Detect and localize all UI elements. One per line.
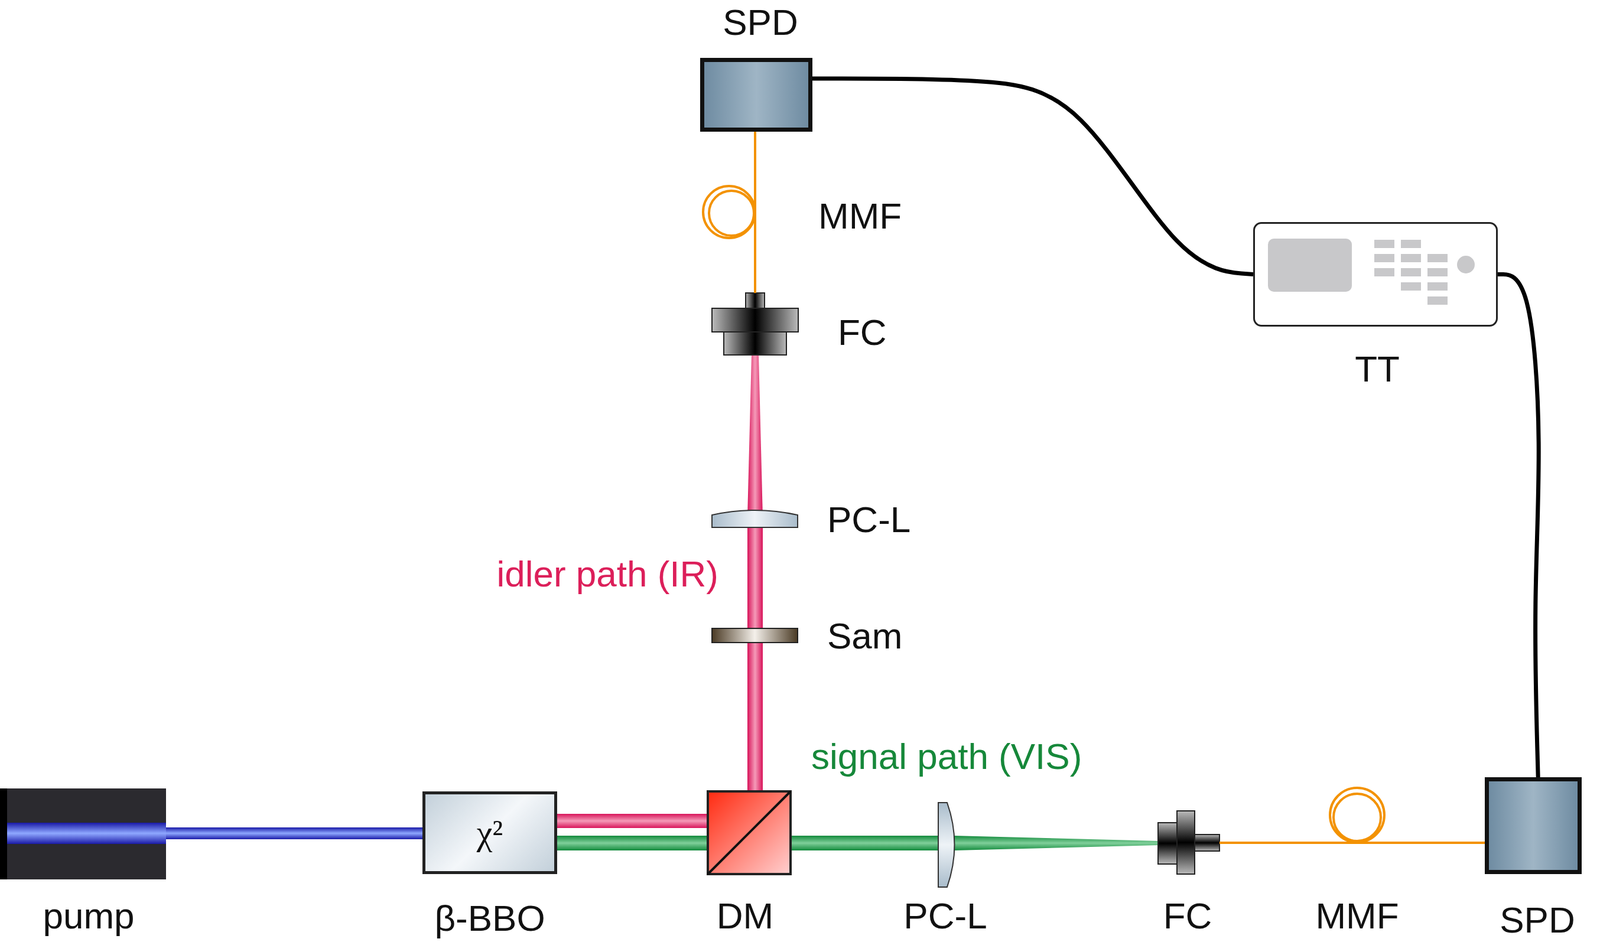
cable (1497, 274, 1539, 779)
detector-box: SPD (1484, 777, 1582, 875)
part-label: PC-L (903, 898, 987, 935)
part-label: pump (42, 898, 135, 935)
part-label: DM (716, 898, 774, 935)
time-tagger: TT (1253, 222, 1498, 327)
device-panel (1253, 222, 1498, 327)
part-label: PC-L (827, 501, 911, 539)
part-label: SPD (722, 4, 798, 41)
crystal-symbol: χ² (476, 815, 504, 851)
part-label: SPD (1499, 902, 1575, 939)
detector-box: SPD (700, 57, 813, 132)
path-label: signal path (VIS) (811, 738, 1082, 776)
cable (812, 78, 1254, 275)
part-label: FC (837, 314, 887, 351)
part-label: MMF (818, 197, 902, 235)
crystal-box: χ²β-BBO (422, 791, 558, 875)
part-label: FC (1163, 898, 1213, 935)
path-label: idler path (IR) (496, 555, 719, 593)
part-label: TT (1354, 350, 1400, 388)
part-label: Sam (827, 618, 903, 655)
part-label: MMF (1315, 898, 1399, 935)
part-label: β-BBO (434, 900, 545, 938)
